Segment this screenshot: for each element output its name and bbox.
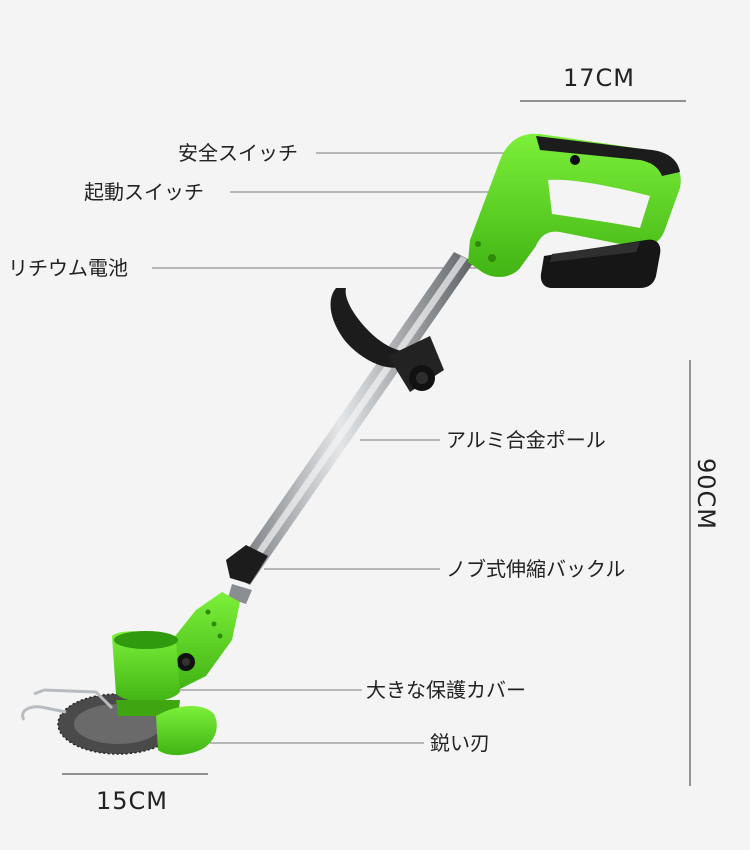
main-handle-body: [468, 133, 681, 277]
telescopic-buckle-label: ノブ式伸縮バックル: [446, 557, 626, 581]
overall-length-label: 90CM: [692, 458, 720, 531]
lithium-battery: [540, 239, 661, 288]
auxiliary-handle: [330, 288, 444, 392]
safety-switch-label: 安全スイッチ: [178, 141, 298, 165]
aluminum-pole: [230, 252, 474, 585]
handle-width-label: 17CM: [563, 64, 636, 92]
start-switch-label: 起動スイッチ: [84, 180, 204, 204]
protective-cover-label: 大きな保護カバー: [366, 678, 526, 702]
sharp-blade-label: 鋭い刃: [430, 731, 490, 755]
telescopic-buckle: [226, 545, 268, 604]
cutting-head: [21, 631, 217, 756]
lithium-battery-label: リチウム電池: [8, 256, 128, 280]
aluminum-pole-label: アルミ合金ポール: [446, 428, 606, 452]
head-width-label: 15CM: [96, 787, 169, 815]
